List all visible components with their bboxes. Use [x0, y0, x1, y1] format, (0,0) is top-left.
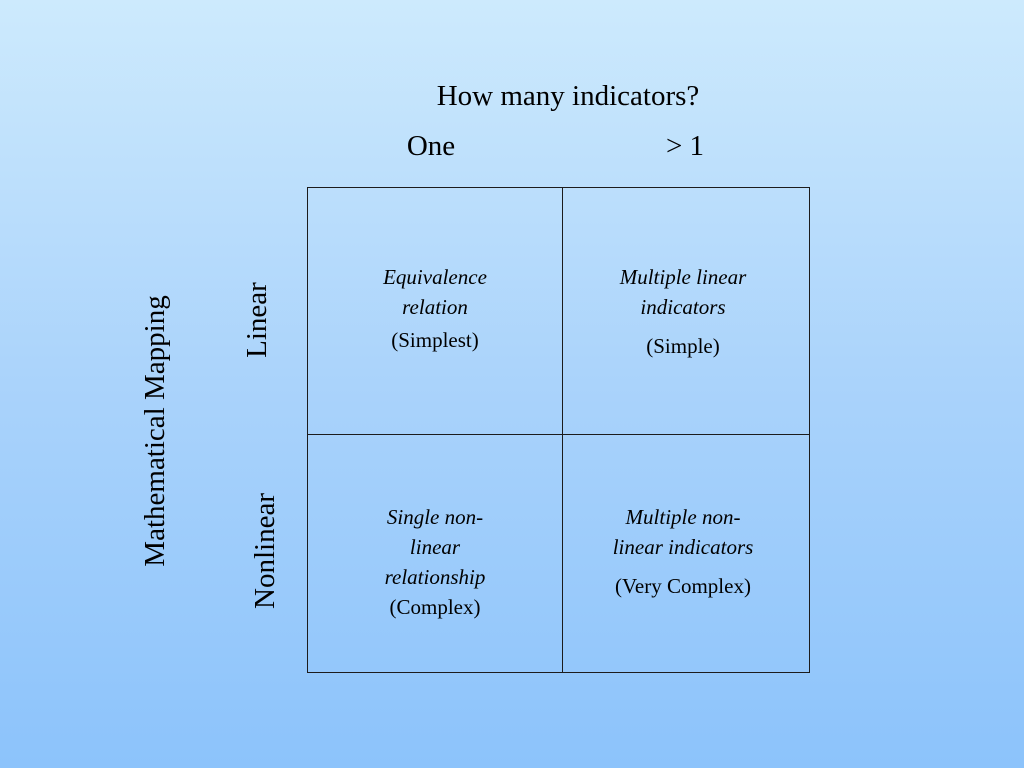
mapping-axis-title: Mathematical Mapping	[139, 295, 171, 567]
cell-title-line: Multiple linear	[619, 265, 747, 289]
cell-complexity-note: (Simple)	[646, 334, 720, 358]
column-header-many: > 1	[665, 130, 705, 162]
cell-title-line: relation	[402, 295, 468, 319]
cell-nonlinear-many: Multiple non- linear indicators (Very Co…	[573, 502, 793, 601]
cell-title-line: Equivalence	[383, 265, 487, 289]
cell-title-line: linear indicators	[612, 535, 754, 559]
cell-title-line: relationship	[384, 565, 486, 589]
matrix-grid	[307, 187, 810, 673]
cell-title-line: Multiple non-	[625, 505, 741, 529]
cell-title-line: indicators	[640, 295, 726, 319]
cell-linear-many: Multiple linear indicators (Simple)	[573, 262, 793, 361]
row-header-nonlinear: Nonlinear	[249, 493, 281, 609]
indicators-question: How many indicators?	[436, 80, 700, 112]
cell-title-line: Single non-	[386, 505, 484, 529]
cell-title-line: linear	[409, 535, 461, 559]
column-header-one: One	[406, 130, 456, 162]
cell-nonlinear-one: Single non- linear relationship (Complex…	[325, 502, 545, 622]
cell-linear-one: Equivalence relation (Simplest)	[325, 262, 545, 355]
cell-complexity-note: (Complex)	[389, 595, 481, 619]
grid-divider-horizontal	[307, 434, 810, 435]
cell-complexity-note: (Very Complex)	[615, 574, 751, 598]
grid-divider-vertical	[562, 187, 563, 673]
cell-complexity-note: (Simplest)	[391, 328, 479, 352]
row-header-linear: Linear	[241, 282, 273, 358]
